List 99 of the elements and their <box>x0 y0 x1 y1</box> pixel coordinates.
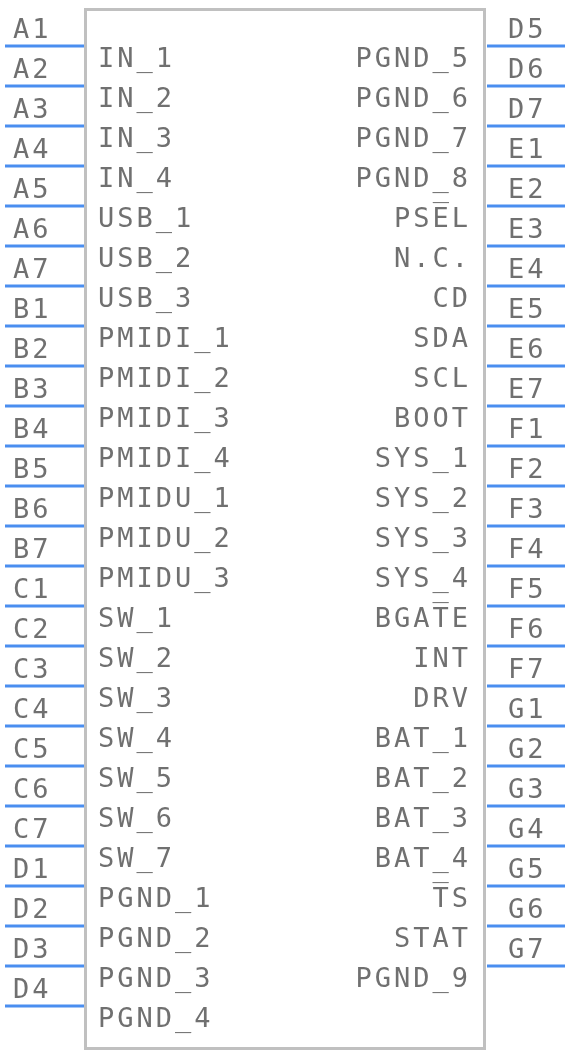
pin-number: G6 <box>508 894 547 924</box>
pin-name: SCL <box>413 363 471 393</box>
pin-name: PMIDI_4 <box>98 443 233 473</box>
pin-name: SYS_4 <box>374 563 471 593</box>
pin-number: G7 <box>508 934 547 964</box>
pin-name: PSE̅L <box>393 203 471 233</box>
pin-name: BAT_4 <box>374 843 471 873</box>
pin-name: PGND_3 <box>98 963 214 993</box>
pin-number: D7 <box>508 94 547 124</box>
pin-name: IN_4 <box>98 163 176 193</box>
pin-number: C6 <box>13 774 52 804</box>
pin-name: PMIDI_1 <box>98 323 233 353</box>
pin-name: BAT_3 <box>374 803 471 833</box>
pin-number: D5 <box>508 14 547 44</box>
pin-name: SDA <box>413 323 471 353</box>
pin-name: PMIDU_3 <box>98 563 233 593</box>
pin-name: USB_1 <box>98 203 195 233</box>
pin-name: BAT_2 <box>374 763 471 793</box>
pin-name: SW_7 <box>98 843 176 873</box>
pin-number: E6 <box>508 334 547 364</box>
pin-number: G4 <box>508 814 547 844</box>
pin-name: SW_2 <box>98 643 176 673</box>
pin-number: E2 <box>508 174 547 204</box>
pin-number: C5 <box>13 734 52 764</box>
pin-number: F4 <box>508 534 547 564</box>
pin-number: F6 <box>508 614 547 644</box>
pin-name: SW_3 <box>98 683 176 713</box>
pin-number: E5 <box>508 294 547 324</box>
pin-name: SW_6 <box>98 803 176 833</box>
pin-number: C2 <box>13 614 52 644</box>
pin-number: F5 <box>508 574 547 604</box>
pin-name: PGND_1 <box>98 883 214 913</box>
pin-name: IN_2 <box>98 83 176 113</box>
pin-name: N.C. <box>393 243 471 273</box>
pin-number: A6 <box>13 214 52 244</box>
pin-name: USB_3 <box>98 283 195 313</box>
pin-name: SYS_2 <box>374 483 471 513</box>
pin-number: C3 <box>13 654 52 684</box>
pin-number: B3 <box>13 374 52 404</box>
pin-number: A7 <box>13 254 52 284</box>
pin-name: SYS_1 <box>374 443 471 473</box>
pin-name: IN_1 <box>98 43 176 73</box>
pin-number: B6 <box>13 494 52 524</box>
pin-number: F3 <box>508 494 547 524</box>
pin-number: E1 <box>508 134 547 164</box>
ic-body <box>84 8 486 1050</box>
pin-name: PGND_4 <box>98 1003 214 1033</box>
pin-name: BGAT̅E <box>374 603 471 633</box>
pin-name: BOOT <box>393 403 471 433</box>
pin-number: B2 <box>13 334 52 364</box>
pin-name: SYS_3 <box>374 523 471 553</box>
pin-name: IN_3 <box>98 123 176 153</box>
pin-number: A3 <box>13 94 52 124</box>
pin-name: PGND_9 <box>355 963 471 993</box>
pin-name: PMIDI_3 <box>98 403 233 433</box>
pin-name: PGND_2 <box>98 923 214 953</box>
pin-name: PMIDI_2 <box>98 363 233 393</box>
pin-number: C1 <box>13 574 52 604</box>
pin-number: E3 <box>508 214 547 244</box>
pin-number: D1 <box>13 854 52 884</box>
pin-number: C7 <box>13 814 52 844</box>
pin-number: F2 <box>508 454 547 484</box>
pin-number: B1 <box>13 294 52 324</box>
pin-number: E4 <box>508 254 547 284</box>
pin-number: A4 <box>13 134 52 164</box>
pin-name: PMIDU_1 <box>98 483 233 513</box>
pin-number: G2 <box>508 734 547 764</box>
pin-number: F7 <box>508 654 547 684</box>
pin-number: A2 <box>13 54 52 84</box>
pin-name: USB_2 <box>98 243 195 273</box>
pin-number: D3 <box>13 934 52 964</box>
pin-name: SW_4 <box>98 723 176 753</box>
pin-name: PGND_7 <box>355 123 471 153</box>
pin-name: SW_1 <box>98 603 176 633</box>
pin-number: D6 <box>508 54 547 84</box>
pin-name: DRV <box>413 683 471 713</box>
pin-number: D4 <box>13 974 52 1004</box>
pin-name: STAT <box>393 923 471 953</box>
pin-number: G5 <box>508 854 547 884</box>
pin-number: G1 <box>508 694 547 724</box>
pin-name: T̅S <box>432 883 471 913</box>
pin-number: G3 <box>508 774 547 804</box>
pin-number: D2 <box>13 894 52 924</box>
pin-name: BAT_1 <box>374 723 471 753</box>
pin-number: B4 <box>13 414 52 444</box>
pin-name: PMIDU_2 <box>98 523 233 553</box>
pin-number: A1 <box>13 14 52 44</box>
pin-name: SW_5 <box>98 763 176 793</box>
pin-number: A5 <box>13 174 52 204</box>
pin-name: INT <box>413 643 471 673</box>
pin-number: F1 <box>508 414 547 444</box>
pin-name: PGND_5 <box>355 43 471 73</box>
pin-number: C4 <box>13 694 52 724</box>
pin-number: E7 <box>508 374 547 404</box>
pin-name: PGND_6 <box>355 83 471 113</box>
pin-name: CD <box>432 283 471 313</box>
pin-number: B7 <box>13 534 52 564</box>
pin-name: PGND_8 <box>355 163 471 193</box>
pin-number: B5 <box>13 454 52 484</box>
